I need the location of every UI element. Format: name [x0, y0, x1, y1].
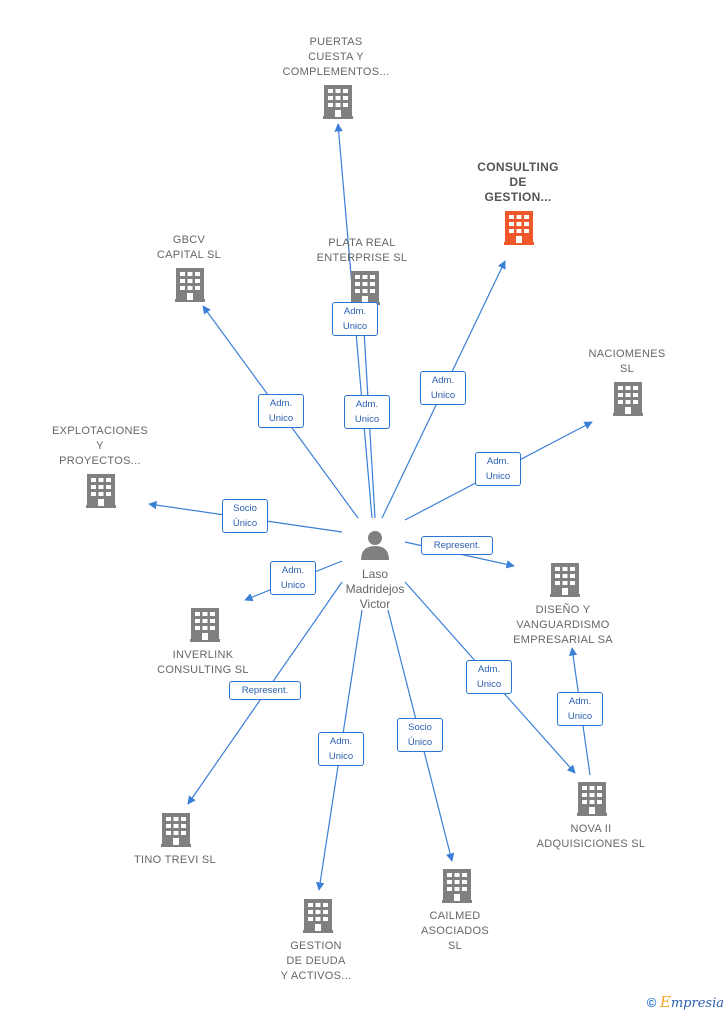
company-label-tino[interactable]: TINO TREVI SL: [134, 854, 216, 866]
company-label-inverlink[interactable]: INVERLINK CONSULTING SL: [157, 649, 249, 676]
company-label-cailmed[interactable]: CAILMED ASOCIADOS SL: [420, 910, 490, 952]
building-icon-naciomenes[interactable]: [613, 382, 643, 416]
relation-label[interactable]: Socio Único: [222, 499, 268, 533]
relation-label[interactable]: Adm. Unico: [420, 371, 466, 405]
copyright-symbol: ©: [646, 995, 657, 1010]
company-label-gbcv[interactable]: GBCV CAPITAL SL: [156, 234, 222, 261]
building-icon-diseno[interactable]: [550, 563, 580, 597]
company-label-puertas[interactable]: PUERTAS CUESTA Y COMPLEMENTOS...: [282, 36, 390, 78]
brand-initial: E: [659, 993, 671, 1011]
brand-name: mpresia: [670, 996, 724, 1011]
company-label-gestion[interactable]: GESTION DE DEUDA Y ACTIVOS...: [280, 940, 352, 982]
building-icon-puertas[interactable]: [323, 85, 353, 119]
relation-label[interactable]: Adm. Unico: [332, 302, 378, 336]
building-icon-consulting[interactable]: [504, 211, 534, 245]
relation-label[interactable]: Adm. Unico: [258, 394, 304, 428]
company-label-naciomenes[interactable]: NACIOMENES SL: [588, 348, 666, 375]
relation-label[interactable]: Adm. Unico: [557, 692, 603, 726]
building-icon-tino[interactable]: [161, 813, 191, 847]
relation-label[interactable]: Adm. Unico: [466, 660, 512, 694]
relation-label[interactable]: Represent.: [229, 680, 301, 700]
person-icon[interactable]: [361, 531, 389, 560]
building-icon-inverlink[interactable]: [190, 608, 220, 642]
building-icon-plata[interactable]: [350, 271, 380, 305]
relation-label[interactable]: Adm. Unico: [475, 452, 521, 486]
company-label-nova[interactable]: NOVA II ADQUISICIONES SL: [536, 823, 646, 850]
footer-brand[interactable]: © Empresia: [647, 993, 724, 1011]
person-name[interactable]: Laso Madridejos Victor: [345, 567, 405, 611]
relation-label[interactable]: Socio Único: [397, 718, 443, 752]
relation-label[interactable]: Adm. Unico: [270, 561, 316, 595]
company-label-consulting[interactable]: CONSULTING DE GESTION...: [477, 160, 559, 204]
company-label-explotaciones[interactable]: EXPLOTACIONES Y PROYECTOS...: [52, 425, 148, 467]
relation-label[interactable]: Adm. Unico: [318, 732, 364, 766]
building-icon-gestion[interactable]: [303, 899, 333, 933]
building-icon-gbcv[interactable]: [175, 268, 205, 302]
building-icon-nova[interactable]: [577, 782, 607, 816]
relation-label[interactable]: Adm. Unico: [344, 395, 390, 429]
company-label-plata[interactable]: PLATA REAL ENTERPRISE SL: [316, 237, 408, 264]
building-icon-cailmed[interactable]: [442, 869, 472, 903]
relation-label[interactable]: Represent.: [421, 535, 493, 555]
company-label-diseno[interactable]: DISEÑO Y VANGUARDISMO EMPRESARIAL SA: [513, 604, 613, 646]
building-icon-explotaciones[interactable]: [86, 474, 116, 508]
